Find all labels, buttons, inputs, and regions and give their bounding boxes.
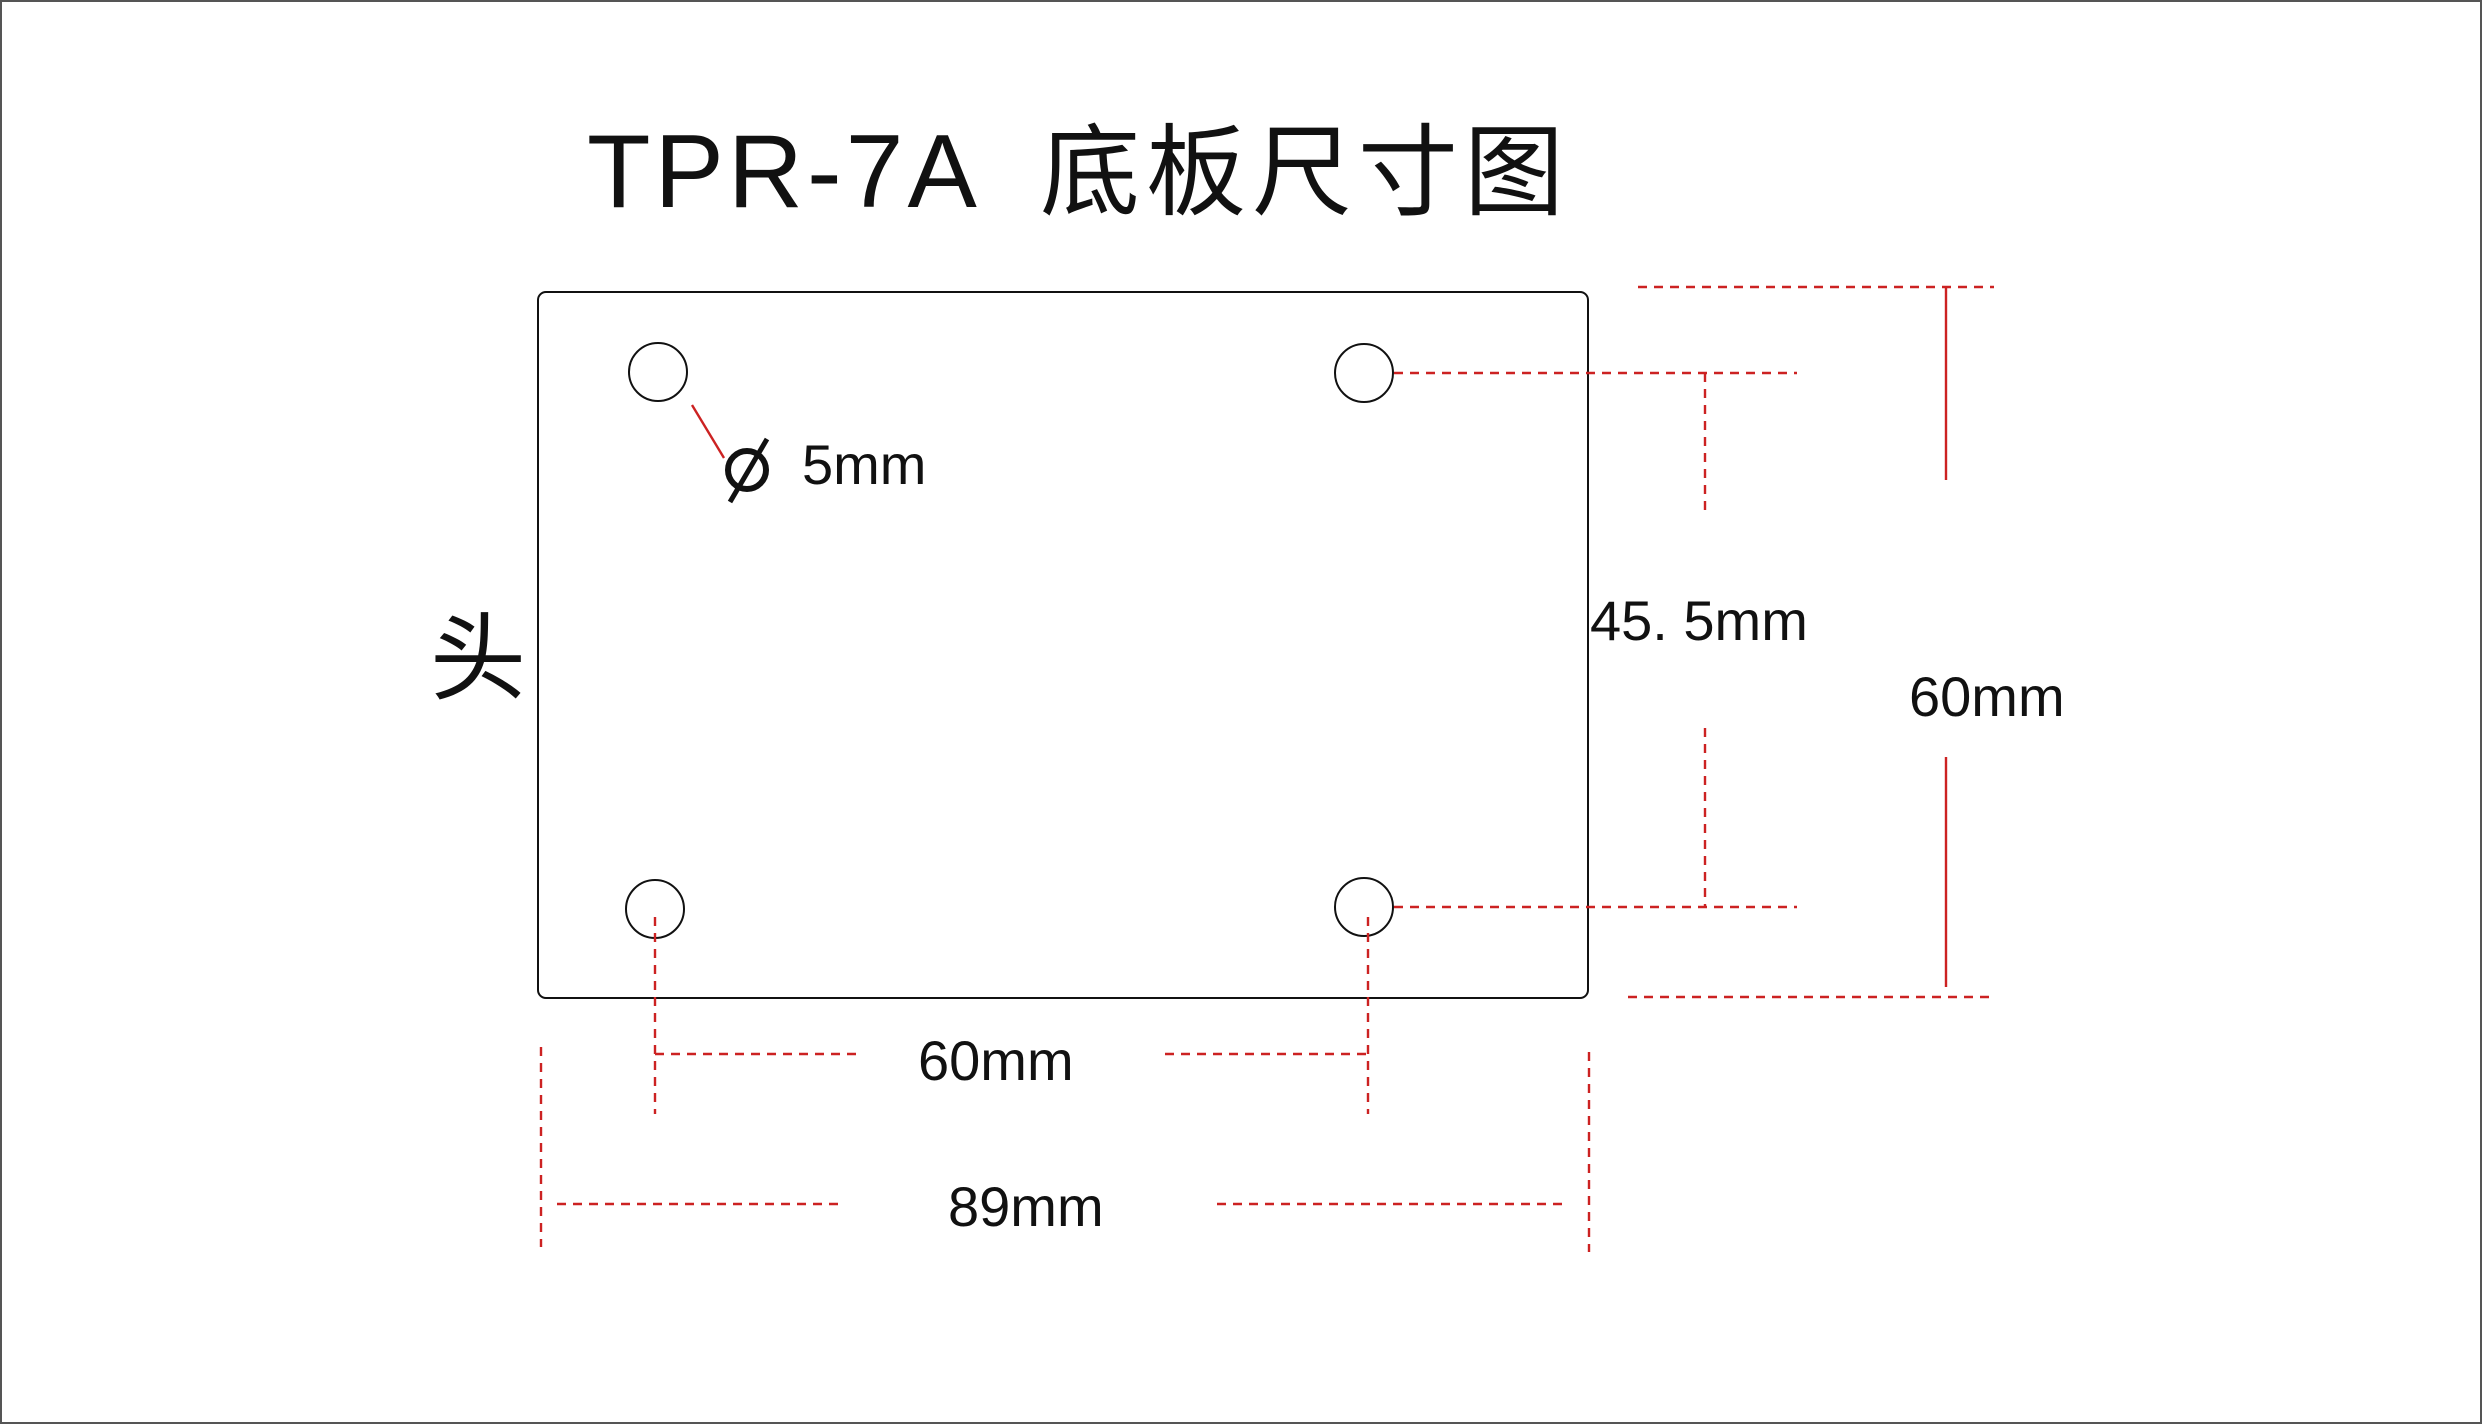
base-plate: [537, 291, 1589, 999]
diameter-symbol-icon: [725, 448, 769, 492]
mounting-hole-top-left: [628, 342, 688, 402]
hole-diameter-label: 5mm: [802, 433, 926, 496]
hole-spacing-vertical-label: 45. 5mm: [1590, 589, 1808, 652]
mounting-hole-bottom-left: [625, 879, 685, 939]
plate-height-label: 60mm: [1909, 665, 2065, 728]
plate-width-label: 89mm: [948, 1175, 1104, 1238]
hole-spacing-horizontal-label: 60mm: [918, 1029, 1074, 1092]
hole-diameter-leader: [690, 404, 726, 459]
head-label: 头: [430, 603, 526, 715]
diameter-symbol-slash: [727, 437, 770, 504]
mounting-hole-bottom-right: [1334, 877, 1394, 937]
title-model: TPR-7A: [587, 114, 981, 230]
mounting-hole-top-right: [1334, 343, 1394, 403]
title-caption: 底板尺寸图: [1040, 114, 1570, 231]
